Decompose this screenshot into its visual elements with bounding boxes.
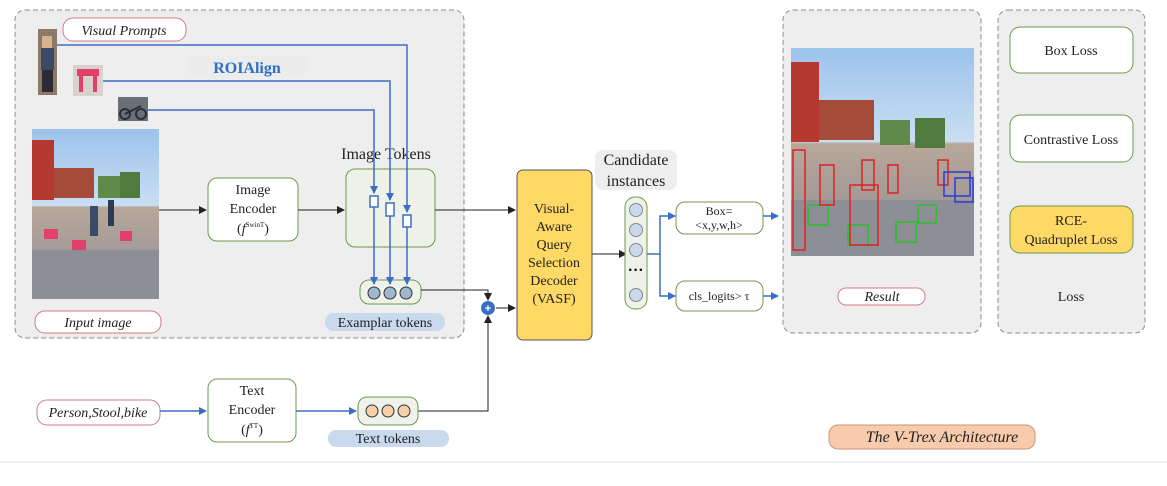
image-encoder-line1: Image (236, 183, 271, 198)
candidate-line2: instances (607, 173, 666, 190)
roialign-pill (186, 56, 309, 77)
contrastive-loss-label: Contrastive Loss (1024, 133, 1119, 148)
exemplar-tokens-pill (325, 313, 445, 331)
text-prompt-label: Person,Stool,bike (48, 406, 148, 421)
rce-loss-line1: RCE- (1055, 214, 1087, 229)
visual-prompts-label: Visual Prompts (81, 24, 167, 39)
box-output-line1: Box= (706, 204, 733, 218)
text-dot-1 (365, 404, 379, 418)
text-encoder-sup: TT (250, 422, 259, 430)
image-encoder-line2: Encoder (230, 202, 277, 217)
text-tokens-label: Text tokens (356, 432, 421, 447)
image-token-2 (385, 202, 395, 217)
vasf-decoder-box (516, 169, 593, 341)
decoder-line-6: (VASF) (532, 292, 576, 307)
exemplar-dot-3 (399, 286, 413, 300)
flow-arrows (159, 206, 627, 412)
text-dot-2 (381, 404, 395, 418)
candidate-dot-3 (629, 243, 643, 257)
box-output-line2: <x,y,w,h> (695, 218, 743, 232)
text-prompt-box (36, 399, 161, 426)
exemplar-dot-2 (383, 286, 397, 300)
rce-loss-line2: Quadruplet Loss (1025, 233, 1118, 248)
output-arrows (647, 212, 779, 300)
prompt-crop-person (38, 29, 57, 95)
decoder-line-5: Decoder (530, 274, 578, 289)
plus-symbol: + (485, 303, 491, 315)
result-label: Result (864, 290, 901, 305)
visual-prompts-label-box (62, 17, 187, 42)
decoder-line-1: Visual- (534, 202, 575, 217)
text-encoder-line2: Encoder (229, 403, 276, 418)
roi-arrows (57, 44, 411, 285)
cls-output-label: cls_logits> τ (689, 289, 750, 303)
result-label-box (837, 287, 926, 306)
rce-loss-box (1009, 205, 1134, 254)
input-image-label: Input image (63, 316, 131, 331)
box-loss-label: Box Loss (1044, 44, 1097, 59)
plus-node (481, 301, 495, 315)
image-encoder-sup: SwinT (246, 221, 265, 229)
architecture-title-box (828, 424, 1036, 450)
decoder-line-2: Aware (536, 220, 572, 235)
text-encoder-line1: Text (240, 384, 265, 399)
text-dot-3 (397, 404, 411, 418)
prompt-crop-stool (73, 65, 103, 96)
roialign-label: ROIAlign (213, 60, 281, 77)
loss-label: Loss (1058, 290, 1084, 305)
image-tokens-label: Image Tokens (341, 146, 431, 163)
text-encoder-f: f (246, 423, 252, 438)
exemplar-tokens-label: Examplar tokens (338, 316, 432, 331)
input-image-label-box (34, 310, 162, 334)
result-image (791, 48, 974, 256)
decoder-line-4: Selection (528, 256, 580, 271)
exemplar-dot-1 (367, 286, 381, 300)
image-token-3 (402, 214, 412, 228)
architecture-title: The V-Trex Architecture (866, 429, 1019, 446)
decoder-line-3: Query (537, 238, 572, 253)
box-loss-box (1009, 26, 1134, 74)
input-image (32, 129, 159, 299)
candidate-ellipsis: ··· (628, 262, 644, 279)
box-output-box (675, 201, 764, 235)
candidate-dot-4 (629, 288, 643, 302)
prompt-crop-bike (118, 97, 148, 121)
candidate-dot-2 (629, 223, 643, 237)
candidate-dot-1 (629, 203, 643, 217)
cls-output-box (675, 280, 764, 312)
text-tokens-pill (328, 430, 449, 447)
contrastive-loss-box (1009, 114, 1134, 163)
image-encoder-f: f (242, 222, 248, 237)
candidate-pill (595, 150, 677, 190)
image-token-1 (369, 195, 379, 208)
candidate-line1: Candidate (604, 152, 669, 169)
